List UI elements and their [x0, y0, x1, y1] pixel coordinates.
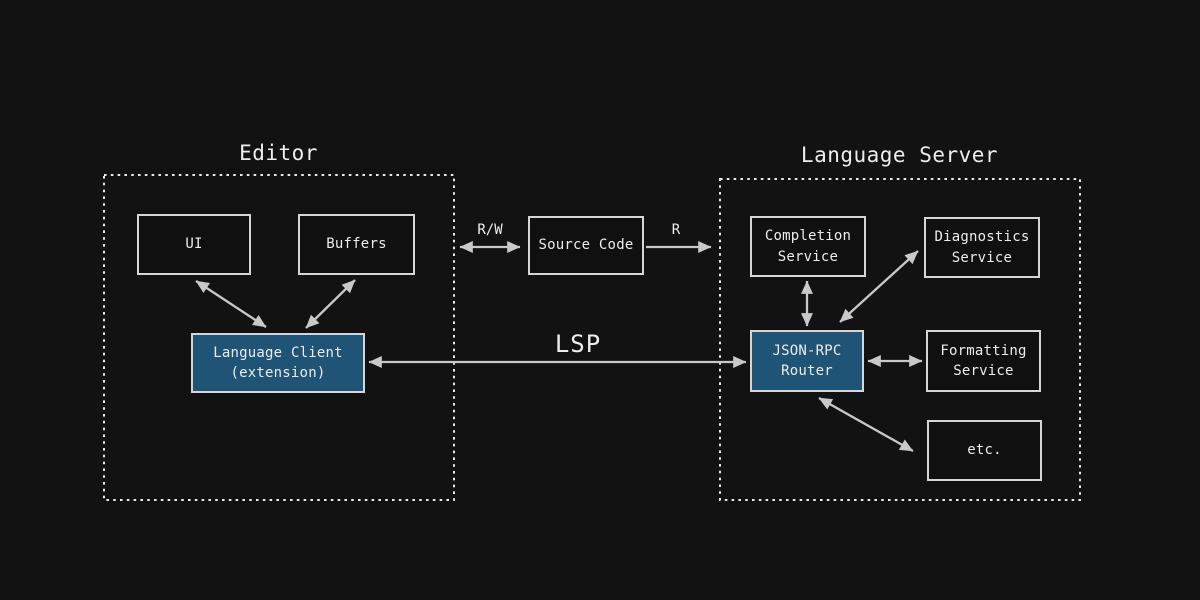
node-ui: UI — [137, 214, 251, 275]
editor-section-title: Editor — [239, 141, 318, 165]
node-buffers: Buffers — [298, 214, 415, 275]
arrow-ui-language-client — [195, 280, 267, 328]
node-source-code: Source Code — [528, 216, 644, 275]
r-arrow-label: R — [671, 222, 681, 238]
arrow-router-etc — [818, 396, 914, 453]
rw-arrow-label: R/W — [477, 222, 503, 238]
arrow-buffers-language-client — [305, 279, 356, 329]
node-completion-service: Completion Service — [750, 216, 866, 277]
node-diagnostics-service: Diagnostics Service — [924, 217, 1040, 278]
language-server-section-title: Language Server — [800, 143, 999, 167]
node-etc: etc. — [927, 420, 1042, 481]
lsp-arrow-label: LSP — [554, 330, 602, 358]
node-formatting-service: Formatting Service — [926, 330, 1041, 392]
node-language-client: Language Client (extension) — [191, 333, 365, 393]
node-json-rpc-router: JSON-RPC Router — [750, 330, 864, 392]
